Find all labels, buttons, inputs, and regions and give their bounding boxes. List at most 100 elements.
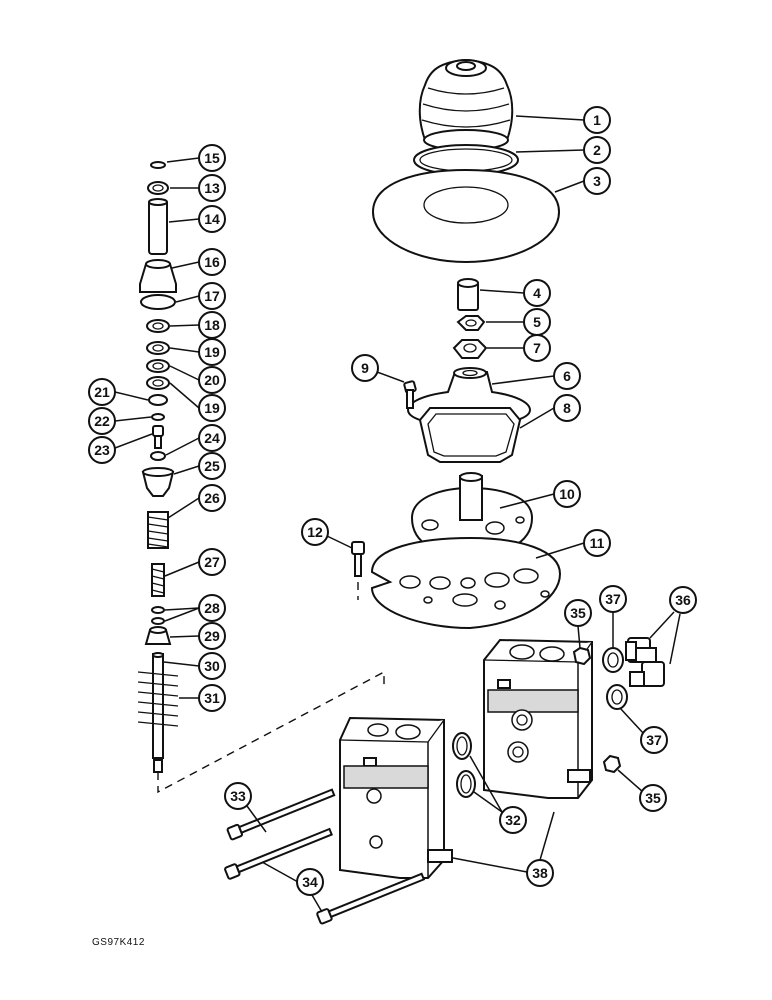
callout-19b: 19 — [169, 382, 226, 422]
part-boot — [418, 58, 514, 151]
svg-text:34: 34 — [302, 874, 318, 890]
callout-33: 33 — [224, 782, 267, 833]
part-plunger — [457, 278, 479, 311]
callout-27: 27 — [164, 548, 226, 577]
svg-text:30: 30 — [204, 658, 220, 674]
callout-2: 2 — [515, 136, 611, 164]
part-screw-9 — [403, 380, 417, 409]
svg-text:25: 25 — [204, 458, 220, 474]
callout-35b: 35 — [617, 769, 667, 812]
figure-reference-code: GS97K412 — [92, 937, 145, 948]
svg-text:22: 22 — [94, 413, 110, 429]
svg-text:2: 2 — [593, 142, 601, 158]
svg-text:4: 4 — [533, 285, 541, 301]
callout-12: 12 — [301, 518, 353, 549]
callout-31: 31 — [179, 684, 226, 712]
callout-6: 6 — [491, 362, 581, 390]
callout-17: 17 — [175, 282, 226, 310]
callout-22: 22 — [88, 407, 152, 435]
part-base-plate — [370, 536, 562, 630]
callout-3: 3 — [554, 167, 611, 195]
svg-text:24: 24 — [204, 430, 220, 446]
svg-text:28: 28 — [204, 600, 220, 616]
callout-4: 4 — [479, 279, 551, 307]
callout-16: 16 — [171, 248, 226, 276]
callout-14: 14 — [168, 205, 226, 233]
callout-19a: 19 — [169, 338, 226, 366]
callout-34: 34 — [261, 861, 324, 913]
part-screw-12 — [351, 541, 365, 600]
svg-text:13: 13 — [204, 180, 220, 196]
callout-13: 13 — [170, 174, 226, 202]
callout-25: 25 — [173, 452, 226, 480]
part-valve-block-front — [339, 716, 453, 879]
svg-text:32: 32 — [505, 812, 521, 828]
callout-10: 10 — [499, 480, 581, 509]
callout-35a: 35 — [564, 599, 592, 649]
svg-text:16: 16 — [204, 254, 220, 270]
svg-text:6: 6 — [563, 368, 571, 384]
svg-text:36: 36 — [675, 592, 691, 608]
part-stack-left — [137, 161, 385, 794]
callout-36: 36 — [649, 586, 697, 665]
svg-text:35: 35 — [645, 790, 661, 806]
callout-1: 1 — [515, 106, 611, 134]
svg-text:5: 5 — [533, 314, 541, 330]
svg-text:12: 12 — [307, 524, 323, 540]
part-orings-32 — [452, 732, 476, 798]
part-valve-block-rear — [483, 638, 593, 799]
svg-text:29: 29 — [204, 628, 220, 644]
callout-21: 21 — [88, 378, 149, 406]
callout-37a: 37 — [599, 585, 627, 648]
svg-text:20: 20 — [204, 372, 220, 388]
callout-7: 7 — [487, 334, 551, 362]
part-nuts-35 — [572, 646, 622, 774]
svg-text:7: 7 — [533, 340, 541, 356]
part-gasket — [418, 407, 522, 463]
svg-text:3: 3 — [593, 173, 601, 189]
callout-38: 38 — [452, 811, 555, 887]
callout-23: 23 — [88, 433, 153, 464]
svg-text:23: 23 — [94, 442, 110, 458]
svg-text:33: 33 — [230, 788, 246, 804]
callout-30: 30 — [163, 652, 226, 680]
svg-text:35: 35 — [570, 605, 586, 621]
svg-text:38: 38 — [532, 865, 548, 881]
callout-24: 24 — [165, 424, 226, 456]
svg-text:11: 11 — [590, 535, 605, 551]
callout-20: 20 — [169, 365, 226, 394]
part-cover-plate — [371, 168, 561, 264]
svg-text:10: 10 — [559, 486, 575, 502]
callout-28: 28 — [164, 594, 226, 622]
callout-15: 15 — [166, 144, 226, 172]
callout-26: 26 — [167, 484, 226, 519]
callout-9: 9 — [351, 354, 405, 383]
callout-32: 32 — [469, 755, 527, 834]
callout-37b: 37 — [619, 707, 668, 754]
callout-29: 29 — [169, 622, 226, 650]
svg-text:17: 17 — [204, 288, 220, 304]
part-washers-37 — [602, 647, 628, 710]
svg-text:27: 27 — [204, 554, 220, 570]
callout-11: 11 — [535, 529, 611, 559]
svg-text:37: 37 — [605, 591, 621, 607]
svg-text:1: 1 — [593, 112, 601, 128]
part-nut-large — [452, 339, 488, 359]
svg-text:9: 9 — [361, 360, 369, 376]
svg-text:19: 19 — [204, 400, 220, 416]
part-long-bolts — [224, 788, 426, 925]
svg-text:37: 37 — [646, 732, 662, 748]
svg-text:15: 15 — [204, 150, 220, 166]
part-bolts-36 — [625, 637, 665, 687]
svg-text:26: 26 — [204, 490, 220, 506]
svg-text:14: 14 — [204, 211, 220, 227]
callout-5: 5 — [486, 308, 551, 336]
part-nut-small — [456, 315, 486, 331]
callout-8: 8 — [519, 394, 581, 429]
svg-text:18: 18 — [204, 317, 220, 333]
svg-text:31: 31 — [204, 690, 220, 706]
callout-18: 18 — [169, 311, 226, 339]
svg-text:19: 19 — [204, 344, 220, 360]
svg-text:21: 21 — [94, 384, 110, 400]
